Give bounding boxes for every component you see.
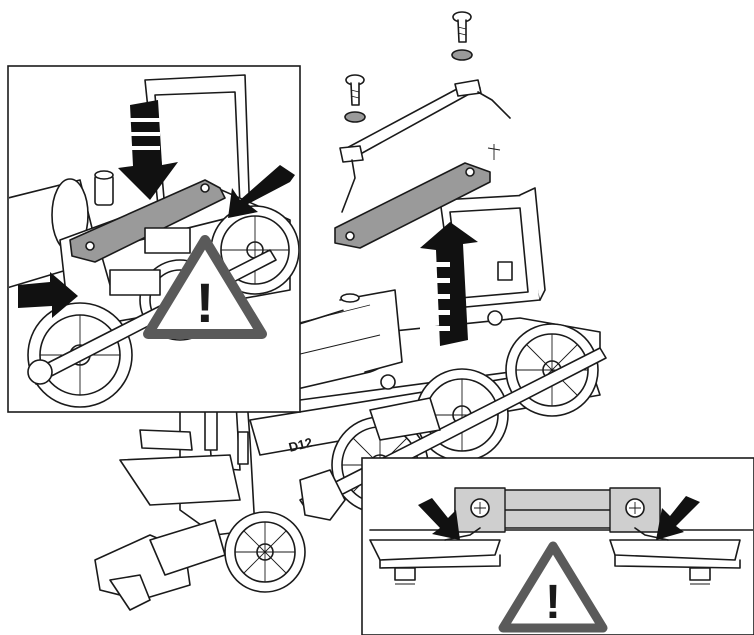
down-arrow (118, 100, 178, 200)
arrow-down-left (656, 496, 700, 540)
warning-triangle-icon: ! (498, 541, 608, 633)
pilot-coupler (94, 519, 226, 611)
contact-plate (339, 79, 511, 213)
warning-triangle-icon: ! (143, 235, 267, 339)
exploded-parts (334, 11, 511, 249)
screw-left (344, 74, 366, 123)
arrow-pointer-left (18, 272, 78, 318)
arrow-down-right (418, 498, 460, 540)
inset-top-left: ! (7, 65, 301, 413)
pony-wheel (224, 511, 306, 593)
inset-bottom-right: ! (361, 457, 754, 635)
rear-housing (369, 187, 546, 441)
warning-symbol: ! (545, 576, 561, 629)
motor-marking: D12 (287, 435, 314, 455)
warning-symbol: ! (196, 271, 215, 334)
retaining-bar (334, 162, 491, 249)
screw-right (451, 11, 473, 61)
arrow-pointer-right (228, 165, 295, 218)
up-arrow (420, 222, 478, 346)
